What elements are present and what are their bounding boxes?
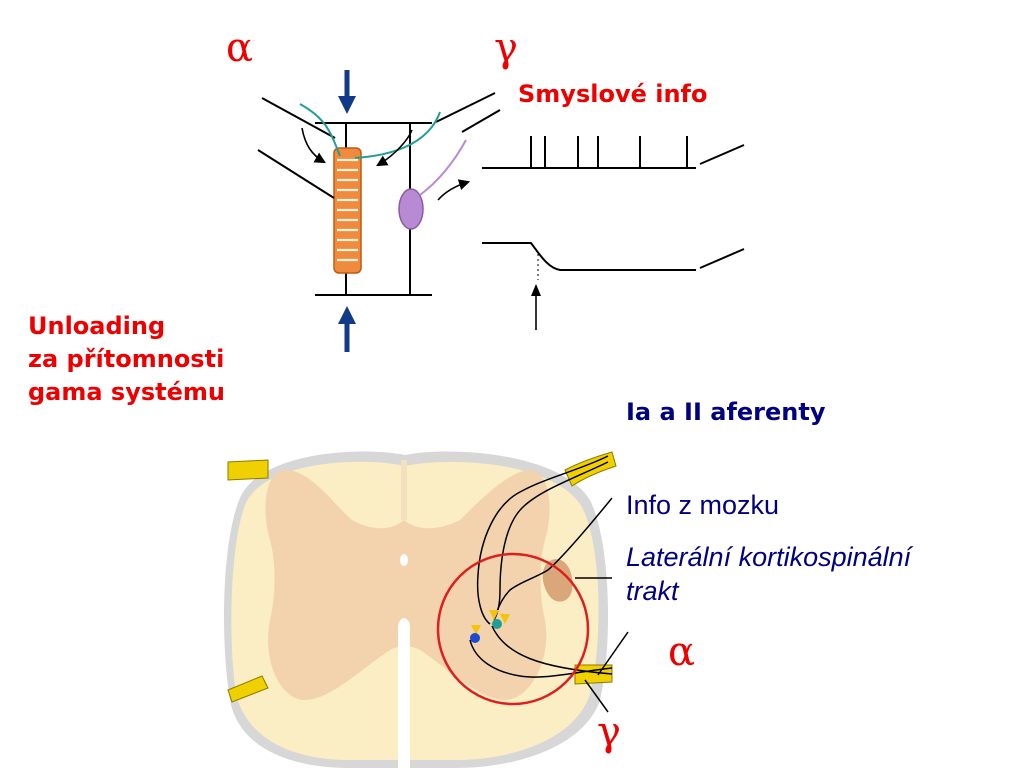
corticospinal-tract <box>542 559 573 602</box>
curved-arrow-left <box>301 127 326 164</box>
teal-nerve-left <box>299 103 341 157</box>
afferents-label: Ia a II aferenty <box>626 398 826 426</box>
gamma-pointer-line <box>584 679 609 713</box>
yellow-synapse-3 <box>471 625 481 635</box>
tract-line-2: trakt <box>626 576 679 606</box>
neural-pathways <box>469 455 613 678</box>
alpha-axon-upper <box>261 97 336 139</box>
tract-caption: Laterální kortikospinální trakt <box>626 540 911 608</box>
central-canal <box>400 554 408 566</box>
yellow-synapse-2 <box>500 614 510 624</box>
curved-arrow-sensor <box>437 179 471 201</box>
purple-afferent <box>419 139 467 196</box>
gamma-label-top: γ <box>494 25 518 71</box>
teal-neuron <box>492 619 502 629</box>
alpha-label-top: α <box>226 25 254 71</box>
unloading-line-1: Unloading <box>28 312 166 340</box>
spike-train-trace <box>482 136 745 169</box>
tract-line-1: Laterální kortikospinální <box>626 542 912 572</box>
curved-arrow-right <box>376 129 413 167</box>
compression-arrow-top <box>338 70 356 114</box>
intrafusal-muscle-fiber <box>333 147 362 274</box>
brain-info-label: Info z mozku <box>626 490 780 520</box>
dorsal-root-left <box>227 459 269 481</box>
unloading-line-3: gama systému <box>28 378 225 406</box>
sensory-receptor <box>398 188 424 230</box>
gamma-axon-2 <box>461 109 501 133</box>
gray-matter <box>265 470 550 700</box>
ventral-root-right <box>574 664 613 685</box>
length-trace <box>482 242 745 280</box>
dorsal-root-right <box>564 451 617 487</box>
teal-nerve-right <box>354 111 441 159</box>
gamma-label-bottom: γ <box>597 709 621 755</box>
yellow-synapse-1 <box>489 610 499 620</box>
alpha-axon-lower <box>257 149 335 199</box>
unloading-line-2: za přítomnosti <box>28 345 225 373</box>
sensory-info-label: Smyslové info <box>518 80 708 108</box>
blue-neuron <box>470 633 480 643</box>
stimulus-arrow <box>531 284 541 330</box>
alpha-pointer-line <box>597 631 629 676</box>
anterior-median-fissure <box>398 618 410 768</box>
ventral-horn-highlight-circle <box>436 552 590 706</box>
ventral-root-left <box>227 675 269 703</box>
unloading-caption: Unloading za přítomnosti gama systému <box>28 310 225 409</box>
gamma-axon-1 <box>435 92 496 123</box>
compression-arrow-bottom <box>338 306 356 352</box>
motor-neurons <box>470 610 510 643</box>
alpha-label-bottom: α <box>668 629 696 675</box>
